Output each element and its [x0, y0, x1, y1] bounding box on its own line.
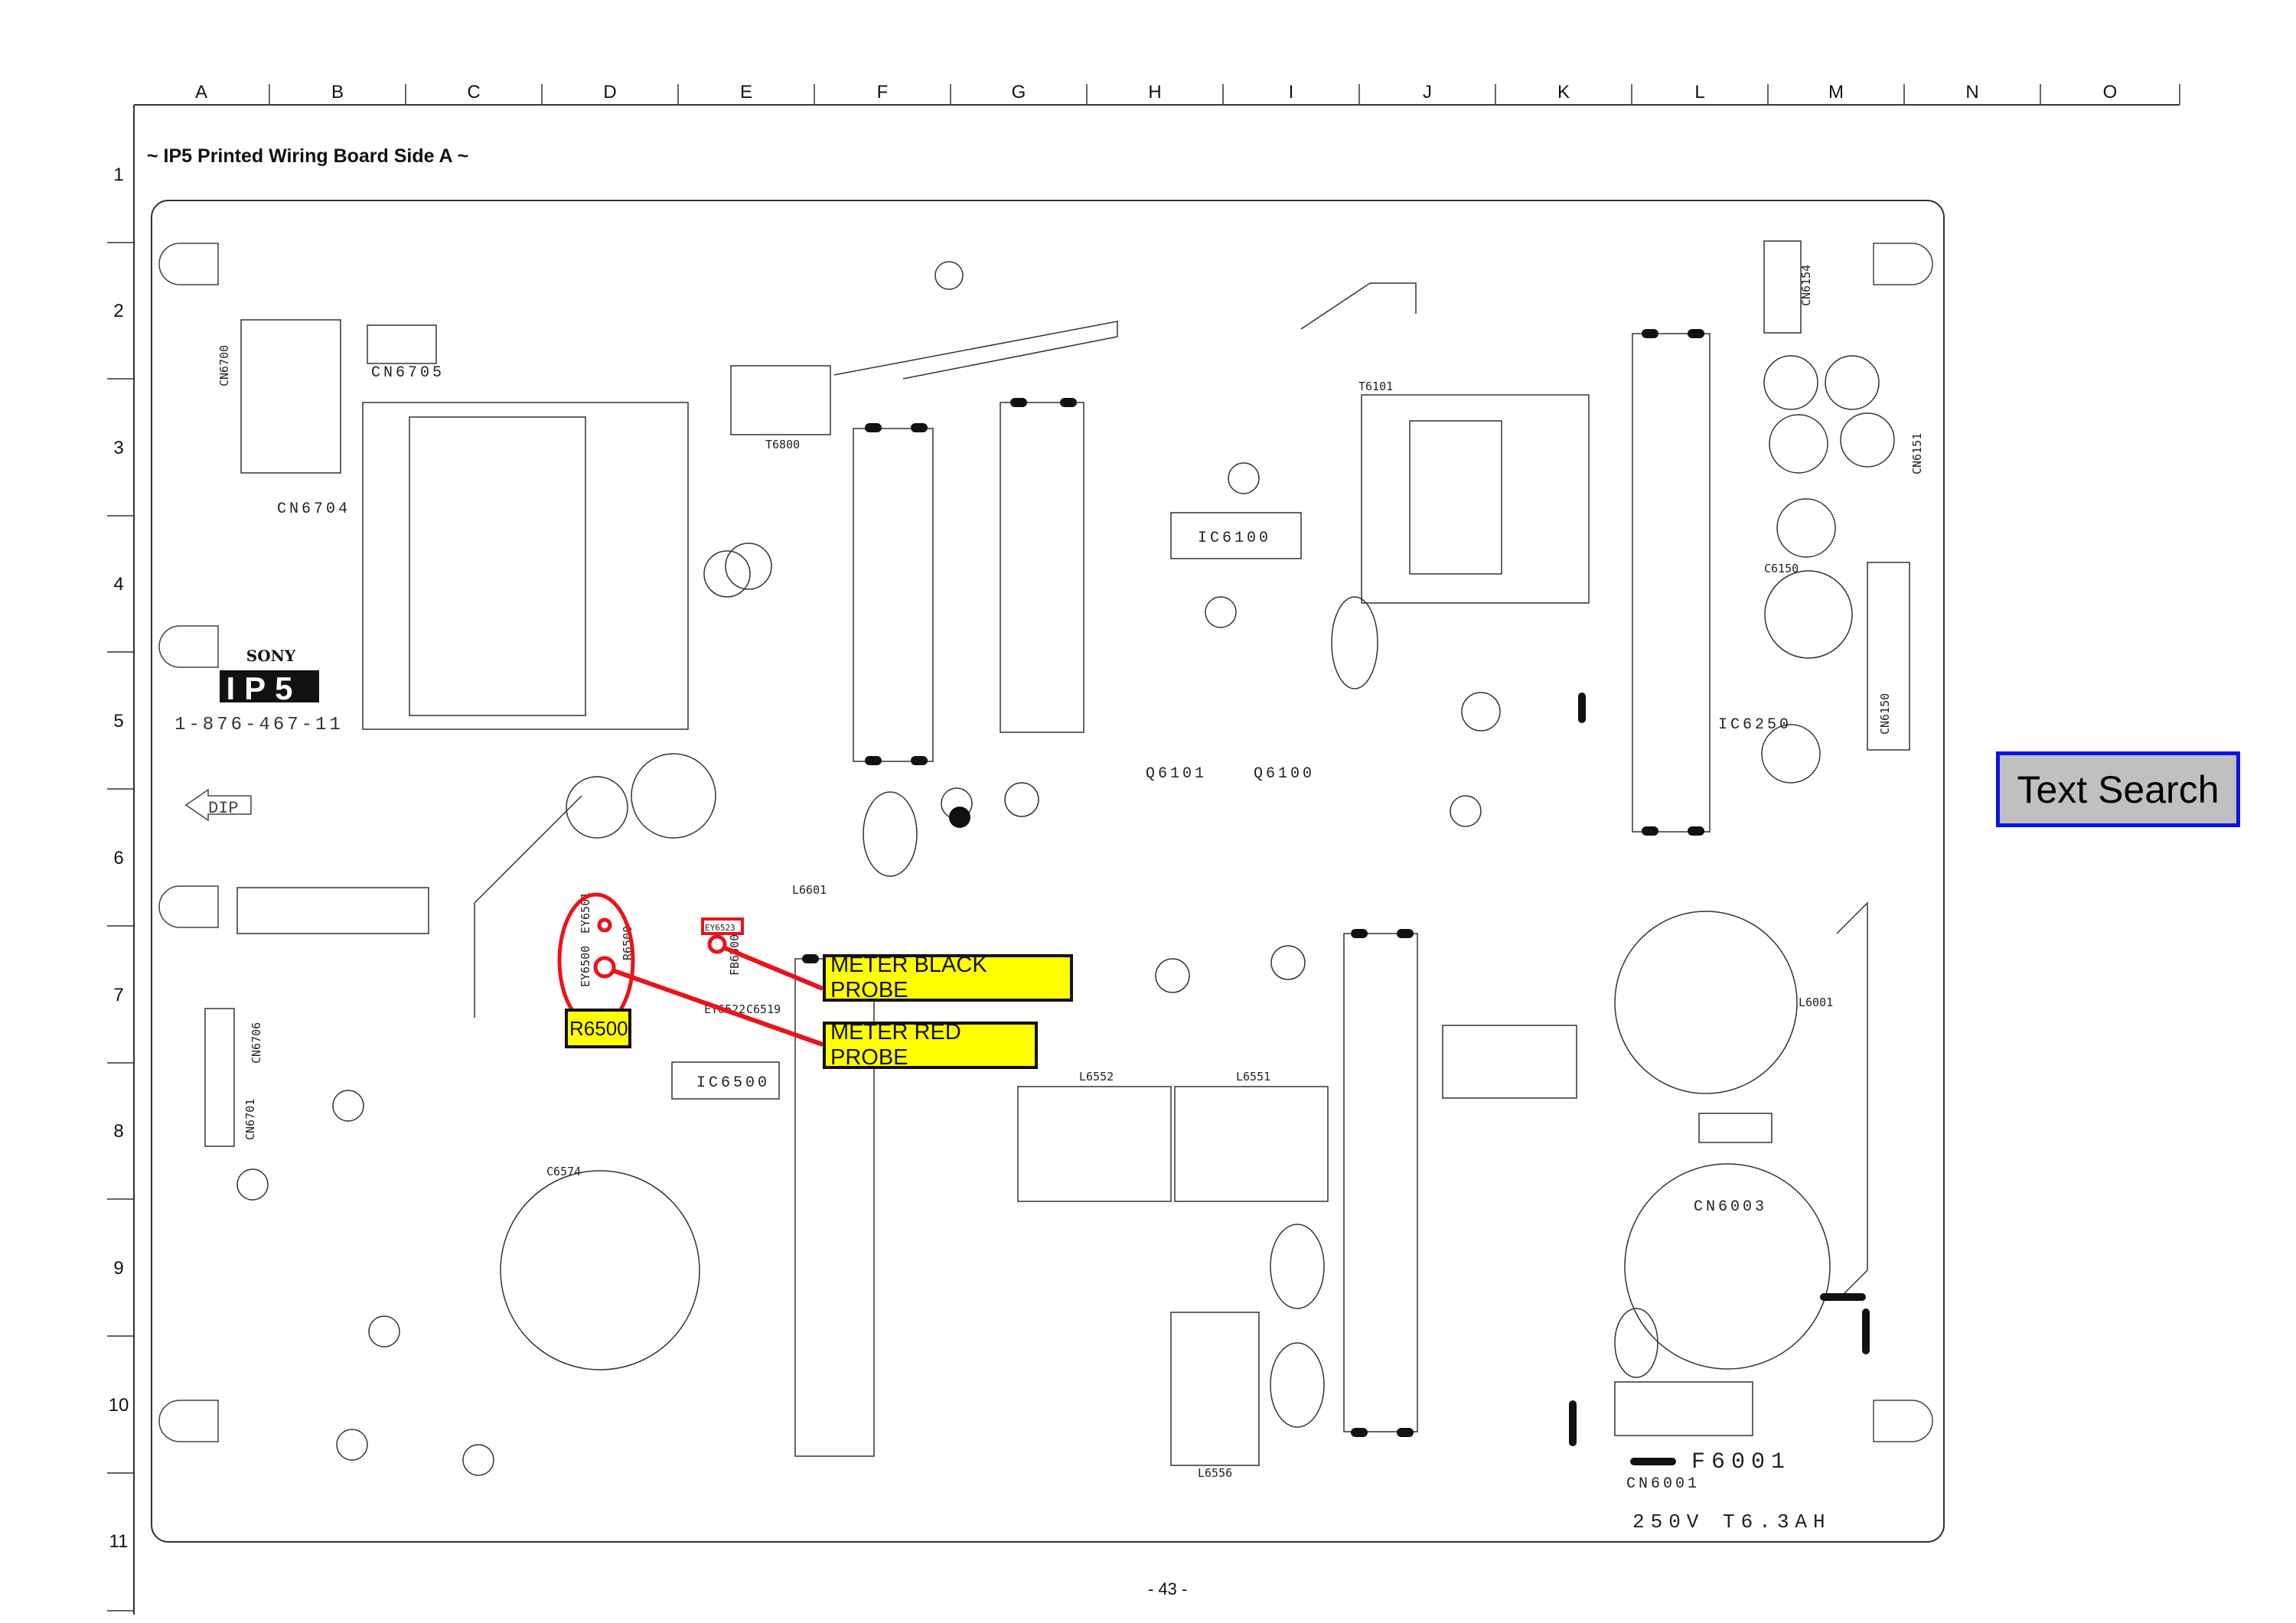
col-label: H — [1148, 82, 1161, 103]
component-label: CN6705 — [371, 364, 445, 382]
col-label: J — [1423, 82, 1432, 103]
component-label: L6551 — [1236, 1070, 1270, 1084]
fuse-rating: 250V T6.3AH — [1632, 1511, 1831, 1533]
component-label: FB6500 — [728, 934, 742, 976]
component-labels: IC6100 IC6500 IC6250 CN6003 CN6705 CN670… — [217, 265, 1924, 1493]
meter-red-probe-note: METER RED PROBE — [823, 1020, 1038, 1070]
col-label: G — [1012, 82, 1026, 103]
red-probe-point — [593, 956, 616, 979]
row-label: 4 — [113, 574, 123, 595]
ey6523-label: EY6523 — [705, 923, 735, 933]
col-label: M — [1828, 82, 1844, 103]
component-label: CN6150 — [1878, 693, 1892, 735]
row-label: 6 — [113, 848, 123, 869]
component-label: L6001 — [1799, 996, 1833, 1009]
component-label: CN6151 — [1910, 433, 1924, 474]
component-label: CN6001 — [1626, 1475, 1700, 1493]
col-label: L — [1694, 82, 1704, 103]
col-label: K — [1557, 82, 1570, 103]
row-label: 1 — [113, 165, 123, 185]
component-label: CN6706 — [249, 1022, 263, 1064]
ey6523-highlight-box — [701, 917, 744, 935]
row-label: 5 — [113, 711, 123, 732]
meter-black-probe-note: METER BLACK PROBE — [823, 953, 1073, 1002]
page-title: ~ IP5 Printed Wiring Board Side A ~ — [147, 145, 469, 167]
component-label: CN6704 — [277, 500, 351, 518]
pcb-pads — [802, 329, 1870, 1465]
dip-label: DIP — [208, 799, 239, 818]
probe-annotations — [557, 892, 824, 1047]
row-label: 10 — [109, 1395, 129, 1416]
component-label: IC6250 — [1718, 716, 1792, 734]
component-label: EY6500 — [579, 946, 592, 987]
brand-label: SONY — [246, 647, 296, 665]
sony-ip5-logo: SONY IP5 1-876-467-11 — [174, 647, 344, 735]
component-label: T6101 — [1358, 380, 1393, 393]
part-number: 1-876-467-11 — [174, 715, 344, 735]
component-label: Q6100 — [1254, 765, 1315, 783]
col-label: E — [740, 82, 752, 103]
component-label: L6601 — [792, 883, 827, 897]
component-label: L6552 — [1079, 1070, 1114, 1084]
r6500-note: R6500 — [565, 1009, 631, 1048]
component-label: CN6701 — [243, 1099, 257, 1140]
row-label: 9 — [113, 1258, 123, 1279]
row-label: 8 — [113, 1121, 123, 1142]
text-search-button[interactable]: Text Search — [1996, 751, 2240, 827]
component-label: CN6154 — [1799, 265, 1813, 306]
component-label: EY6501 — [579, 892, 592, 934]
col-label: N — [1965, 82, 1978, 103]
col-label: D — [603, 82, 616, 103]
black-probe-point — [707, 934, 727, 954]
row-label: 11 — [109, 1531, 129, 1552]
col-label: C — [467, 82, 480, 103]
pcb-blocks — [204, 240, 1910, 1476]
component-label: CN6003 — [1694, 1198, 1767, 1216]
col-label: I — [1289, 82, 1294, 103]
component-label: IC6100 — [1198, 530, 1271, 547]
col-label: B — [331, 82, 344, 103]
fuse-label: F6001 — [1691, 1449, 1791, 1475]
row-label: 7 — [113, 985, 123, 1005]
component-label: C6519 — [746, 1002, 781, 1016]
component-label: C6574 — [546, 1165, 581, 1178]
row-labels: 1 2 3 4 5 6 7 8 9 10 11 — [109, 165, 129, 1552]
component-label: T6800 — [765, 438, 800, 451]
component-label: C6150 — [1764, 562, 1799, 575]
col-label: A — [195, 82, 207, 103]
row-label: 2 — [113, 301, 123, 321]
model-label: IP5 — [226, 670, 302, 706]
component-label: IC6500 — [696, 1074, 770, 1092]
board-outline — [151, 200, 1945, 1543]
page-number: - 43 - — [1148, 1579, 1188, 1599]
component-label: Q6101 — [1146, 765, 1207, 783]
col-label: O — [2103, 82, 2118, 103]
row-label: 3 — [113, 438, 123, 458]
column-labels: A B C D E F G H I J K L M N O — [195, 82, 2117, 103]
dip-arrow: DIP — [184, 788, 252, 822]
col-label: F — [877, 82, 889, 103]
component-label: L6556 — [1198, 1466, 1232, 1480]
grid-frame — [107, 84, 2180, 1615]
component-label: CN6700 — [217, 345, 231, 386]
mounting-holes — [158, 243, 1933, 1442]
